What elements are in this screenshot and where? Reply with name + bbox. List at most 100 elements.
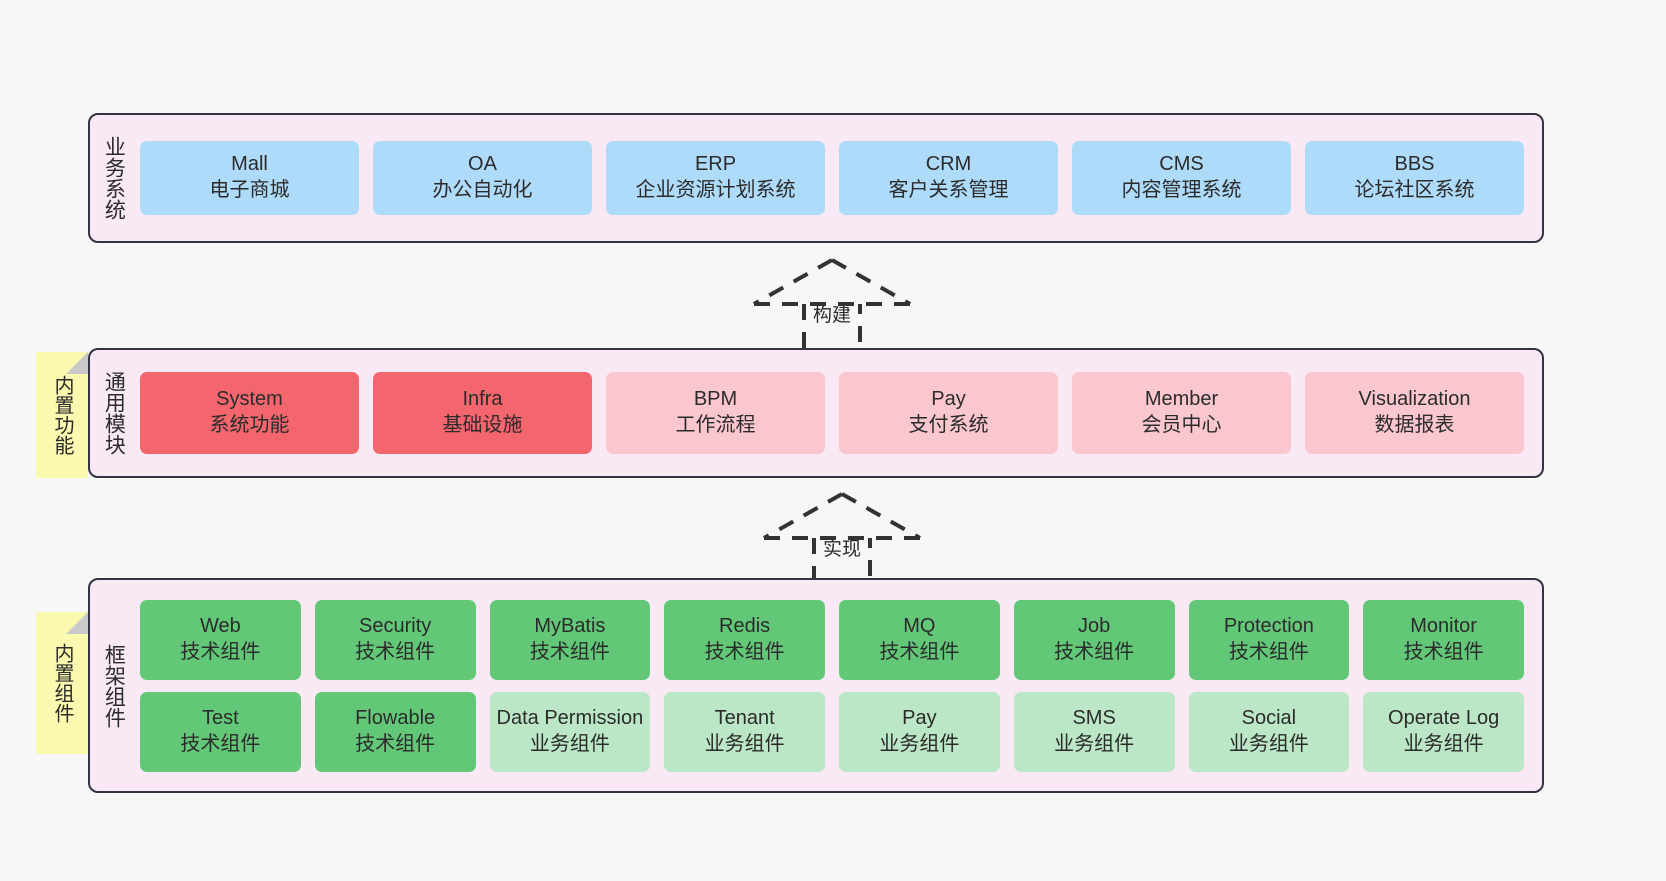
card-mall[interactable]: Mall 电子商城 — [140, 141, 359, 215]
card-subtitle: 电子商城 — [209, 179, 290, 201]
card-crm[interactable]: CRM 客户关系管理 — [839, 141, 1058, 215]
card-monitor[interactable]: Monitor 技术组件 — [1363, 599, 1524, 680]
card-title: BBS — [1394, 153, 1435, 176]
card-title: Redis — [719, 614, 771, 637]
layer-body-framework-components: Web 技术组件 Security 技术组件 MyBatis 技术组件 Redi… — [136, 580, 1542, 791]
card-title: Infra — [462, 388, 503, 411]
card-subtitle: 基础设施 — [442, 414, 523, 436]
card-pay-module[interactable]: Pay 支付系统 — [839, 372, 1058, 454]
card-title: Visualization — [1358, 388, 1471, 411]
card-bbs[interactable]: BBS 论坛社区系统 — [1305, 141, 1524, 215]
note-builtin-function: 内置功能 — [36, 352, 88, 478]
card-subtitle: 数据报表 — [1374, 414, 1455, 436]
card-title: MyBatis — [534, 614, 606, 637]
card-title: Security — [359, 614, 432, 637]
card-subtitle: 业务组件 — [1403, 732, 1484, 755]
card-operate-log[interactable]: Operate Log 业务组件 — [1363, 691, 1524, 772]
card-title: BPM — [693, 388, 738, 411]
card-test[interactable]: Test 技术组件 — [140, 691, 301, 772]
connector-label-build: 构建 — [812, 305, 851, 326]
card-subtitle: 论坛社区系统 — [1354, 179, 1475, 201]
card-subtitle: 业务组件 — [879, 732, 960, 755]
connector-build: 构建 — [752, 258, 912, 353]
card-title: Pay — [931, 388, 966, 411]
card-row: Test 技术组件 Flowable 技术组件 Data Permission … — [140, 691, 1524, 772]
card-infra[interactable]: Infra 基础设施 — [373, 372, 592, 454]
card-title: MQ — [903, 614, 936, 637]
card-web[interactable]: Web 技术组件 — [140, 599, 301, 680]
card-title: Operate Log — [1388, 706, 1500, 729]
card-title: SMS — [1072, 706, 1116, 729]
card-title: CMS — [1159, 153, 1204, 176]
card-tenant[interactable]: Tenant 业务组件 — [664, 691, 825, 772]
card-subtitle: 工作流程 — [675, 414, 756, 436]
card-subtitle: 客户关系管理 — [888, 179, 1009, 201]
card-flowable[interactable]: Flowable 技术组件 — [314, 691, 476, 772]
card-subtitle: 系统功能 — [209, 414, 290, 436]
card-title: Job — [1078, 614, 1111, 637]
card-erp[interactable]: ERP 企业资源计划系统 — [606, 141, 825, 215]
card-security[interactable]: Security 技术组件 — [314, 599, 476, 680]
note-builtin-component: 内置组件 — [36, 612, 88, 754]
card-data-permission[interactable]: Data Permission 业务组件 — [489, 691, 651, 772]
card-oa[interactable]: OA 办公自动化 — [373, 141, 592, 215]
card-subtitle: 支付系统 — [908, 414, 989, 436]
layer-business-systems: 业务系统 Mall 电子商城 OA 办公自动化 ERP 企业资源计划系统 CRM… — [88, 113, 1544, 243]
card-subtitle: 内容管理系统 — [1121, 179, 1242, 201]
card-title: Pay — [902, 706, 937, 729]
card-row: Mall 电子商城 OA 办公自动化 ERP 企业资源计划系统 CRM 客户关系… — [140, 141, 1524, 215]
card-pay-component[interactable]: Pay 业务组件 — [839, 691, 1000, 772]
card-visualization[interactable]: Visualization 数据报表 — [1305, 372, 1524, 454]
card-member[interactable]: Member 会员中心 — [1072, 372, 1291, 454]
card-subtitle: 技术组件 — [1054, 640, 1135, 663]
card-job[interactable]: Job 技术组件 — [1013, 599, 1175, 680]
card-redis[interactable]: Redis 技术组件 — [664, 599, 825, 680]
connector-label-implement: 实现 — [822, 539, 861, 560]
card-mq[interactable]: MQ 技术组件 — [839, 599, 1000, 680]
card-title: Monitor — [1410, 614, 1477, 637]
card-title: Mall — [231, 153, 268, 176]
layer-framework-components: 框架组件 Web 技术组件 Security 技术组件 MyBatis 技术组件… — [88, 578, 1544, 793]
card-subtitle: 办公自动化 — [432, 179, 533, 201]
card-title: OA — [468, 153, 497, 176]
card-title: CRM — [925, 153, 972, 176]
card-row: Web 技术组件 Security 技术组件 MyBatis 技术组件 Redi… — [140, 599, 1524, 680]
card-title: System — [216, 388, 283, 411]
connector-implement: 实现 — [762, 492, 922, 587]
card-row: System 系统功能 Infra 基础设施 BPM 工作流程 Pay 支付系统… — [140, 372, 1524, 454]
card-social[interactable]: Social 业务组件 — [1188, 691, 1350, 772]
card-bpm[interactable]: BPM 工作流程 — [606, 372, 825, 454]
card-subtitle: 业务组件 — [704, 732, 785, 755]
layer-title-business-systems: 业务系统 — [102, 136, 126, 220]
card-sms[interactable]: SMS 业务组件 — [1013, 691, 1175, 772]
card-title: Social — [1241, 706, 1297, 729]
card-title: Test — [202, 706, 239, 729]
card-title: Protection — [1223, 614, 1314, 637]
layer-body-common-modules: System 系统功能 Infra 基础设施 BPM 工作流程 Pay 支付系统… — [136, 350, 1542, 476]
card-subtitle: 业务组件 — [529, 732, 610, 755]
card-subtitle: 技术组件 — [180, 732, 261, 755]
card-title: Member — [1144, 388, 1219, 411]
card-subtitle: 技术组件 — [704, 640, 785, 663]
card-subtitle: 技术组件 — [355, 640, 436, 663]
card-title: Data Permission — [496, 706, 644, 729]
card-subtitle: 技术组件 — [529, 640, 610, 663]
layer-body-business-systems: Mall 电子商城 OA 办公自动化 ERP 企业资源计划系统 CRM 客户关系… — [136, 115, 1542, 241]
card-title: Flowable — [355, 706, 436, 729]
note-label: 内置组件 — [51, 643, 73, 723]
card-subtitle: 技术组件 — [1228, 640, 1309, 663]
layer-common-modules: 通用模块 System 系统功能 Infra 基础设施 BPM 工作流程 Pay… — [88, 348, 1544, 478]
card-mybatis[interactable]: MyBatis 技术组件 — [489, 599, 651, 680]
card-cms[interactable]: CMS 内容管理系统 — [1072, 141, 1291, 215]
card-subtitle: 企业资源计划系统 — [635, 179, 796, 201]
card-subtitle: 业务组件 — [1054, 732, 1135, 755]
card-title: Web — [199, 614, 241, 637]
card-subtitle: 业务组件 — [1228, 732, 1309, 755]
card-subtitle: 技术组件 — [180, 640, 261, 663]
layer-title-framework-components: 框架组件 — [102, 643, 126, 728]
card-protection[interactable]: Protection 技术组件 — [1188, 599, 1350, 680]
card-title: Tenant — [714, 706, 775, 729]
card-title: ERP — [694, 153, 737, 176]
card-system[interactable]: System 系统功能 — [140, 372, 359, 454]
